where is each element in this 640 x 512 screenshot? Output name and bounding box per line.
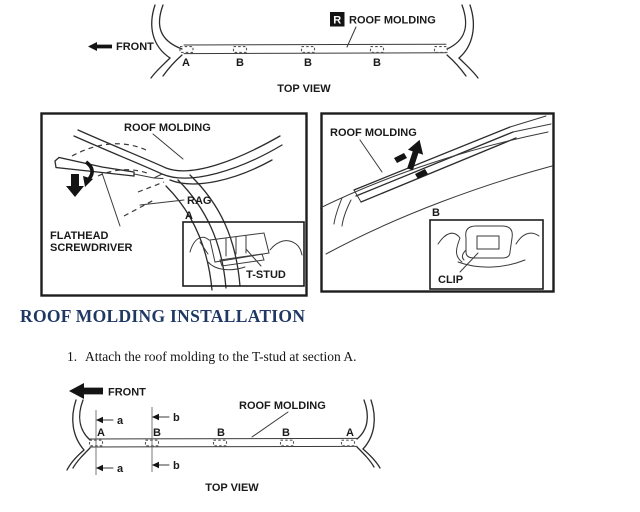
inset-section-label: B: [432, 207, 440, 219]
clip-leader: [459, 252, 479, 273]
tstud-caption: T-STUD: [246, 269, 286, 281]
dim-arrow-a-bottom: [96, 464, 114, 472]
press-down-arrow-icon: [66, 174, 84, 197]
roof-molding-leader: [251, 411, 289, 438]
roof-corner-drawing: [73, 129, 283, 291]
section-label-b1: B: [236, 57, 244, 69]
section-label-b1: B: [153, 427, 161, 439]
dim-label-b-top: b: [173, 412, 180, 424]
dim-arrow-a-top: [96, 416, 114, 424]
dim-label-b-bottom: b: [173, 460, 180, 472]
roof-molding-leader: [152, 133, 184, 160]
section-label-b3: B: [282, 427, 290, 439]
pry-rotate-arrow-icon: [83, 160, 94, 187]
clip-piece-upper-icon: [394, 153, 407, 163]
roof-molding-label: ROOF MOLDING: [239, 400, 326, 412]
roof-molding-leader: [359, 139, 383, 173]
section-label-a1: A: [97, 427, 105, 439]
figure-border: [40, 112, 308, 297]
section-label-a2: A: [346, 427, 354, 439]
section-label-a: A: [182, 57, 190, 69]
inset-section-label: A: [185, 210, 193, 222]
tstud-cross-section: [189, 232, 303, 271]
roof-molding-label: ROOF MOLDING: [330, 127, 417, 139]
r-badge-letter: R: [333, 14, 341, 26]
dim-arrow-b-bottom: [152, 461, 170, 469]
section-label-b2: B: [217, 427, 225, 439]
front-arrow-icon: [69, 383, 103, 399]
top-view-caption: TOP VIEW: [277, 83, 331, 95]
top-view-caption: TOP VIEW: [205, 482, 259, 494]
front-label: FRONT: [116, 41, 154, 53]
right-pillar: [356, 399, 381, 469]
clip-piece-lower-icon: [415, 169, 428, 179]
roof-molding-strip: [89, 437, 358, 448]
dim-label-a-bottom: a: [117, 463, 124, 475]
step-1: 1. Attach the roof molding to the T-stud…: [67, 349, 356, 365]
roof-molding-strip: [183, 43, 447, 55]
flathead-screwdriver-drawing: [54, 156, 164, 179]
tstud-inset-border: [182, 221, 305, 287]
clip-install-figure: ROOF MOLDING B CLIP: [320, 112, 555, 293]
dim-label-a-top: a: [117, 415, 124, 427]
clip-caption: CLIP: [438, 274, 463, 286]
left-pillar: [150, 4, 183, 79]
section-heading: ROOF MOLDING INSTALLATION: [20, 306, 306, 326]
tstud-removal-figure: ROOF MOLDING RAG FLATHEAD SCREWDRIVER A …: [40, 112, 308, 297]
flathead-leader: [101, 172, 121, 227]
clip-cross-section: [437, 225, 540, 268]
roof-molding-leader: [346, 26, 357, 48]
molding-clips: [88, 439, 356, 447]
step-number: 1.: [67, 349, 78, 364]
roof-molding-label: ROOF MOLDING: [349, 14, 436, 26]
flathead-label-line1: FLATHEAD: [50, 230, 109, 242]
clip-inset-border: [429, 219, 544, 290]
dim-arrow-b-top: [152, 413, 170, 421]
top-view-diagram: FRONT A B B B: [88, 4, 479, 95]
left-pillar: [66, 399, 91, 471]
section-label-b2: B: [304, 57, 312, 69]
step-text: Attach the roof molding to the T-stud at…: [85, 349, 357, 364]
tstud-leader: [245, 248, 262, 267]
rag-leader: [139, 199, 185, 206]
flathead-label-line2: SCREWDRIVER: [50, 242, 133, 254]
molding-clips: [179, 46, 449, 53]
right-pillar: [446, 4, 479, 79]
front-arrow-icon: [88, 42, 112, 51]
rag-label: RAG: [187, 195, 211, 207]
figure-border: [320, 112, 555, 293]
section-label-b3: B: [373, 57, 381, 69]
front-label: FRONT: [108, 387, 146, 399]
r-badge-icon: [330, 12, 345, 27]
bottom-top-view-diagram: FRONT: [66, 383, 381, 494]
push-in-arrow-icon: [407, 139, 424, 171]
roof-molding-label: ROOF MOLDING: [124, 122, 211, 134]
roof-side-drawing: [320, 115, 553, 255]
